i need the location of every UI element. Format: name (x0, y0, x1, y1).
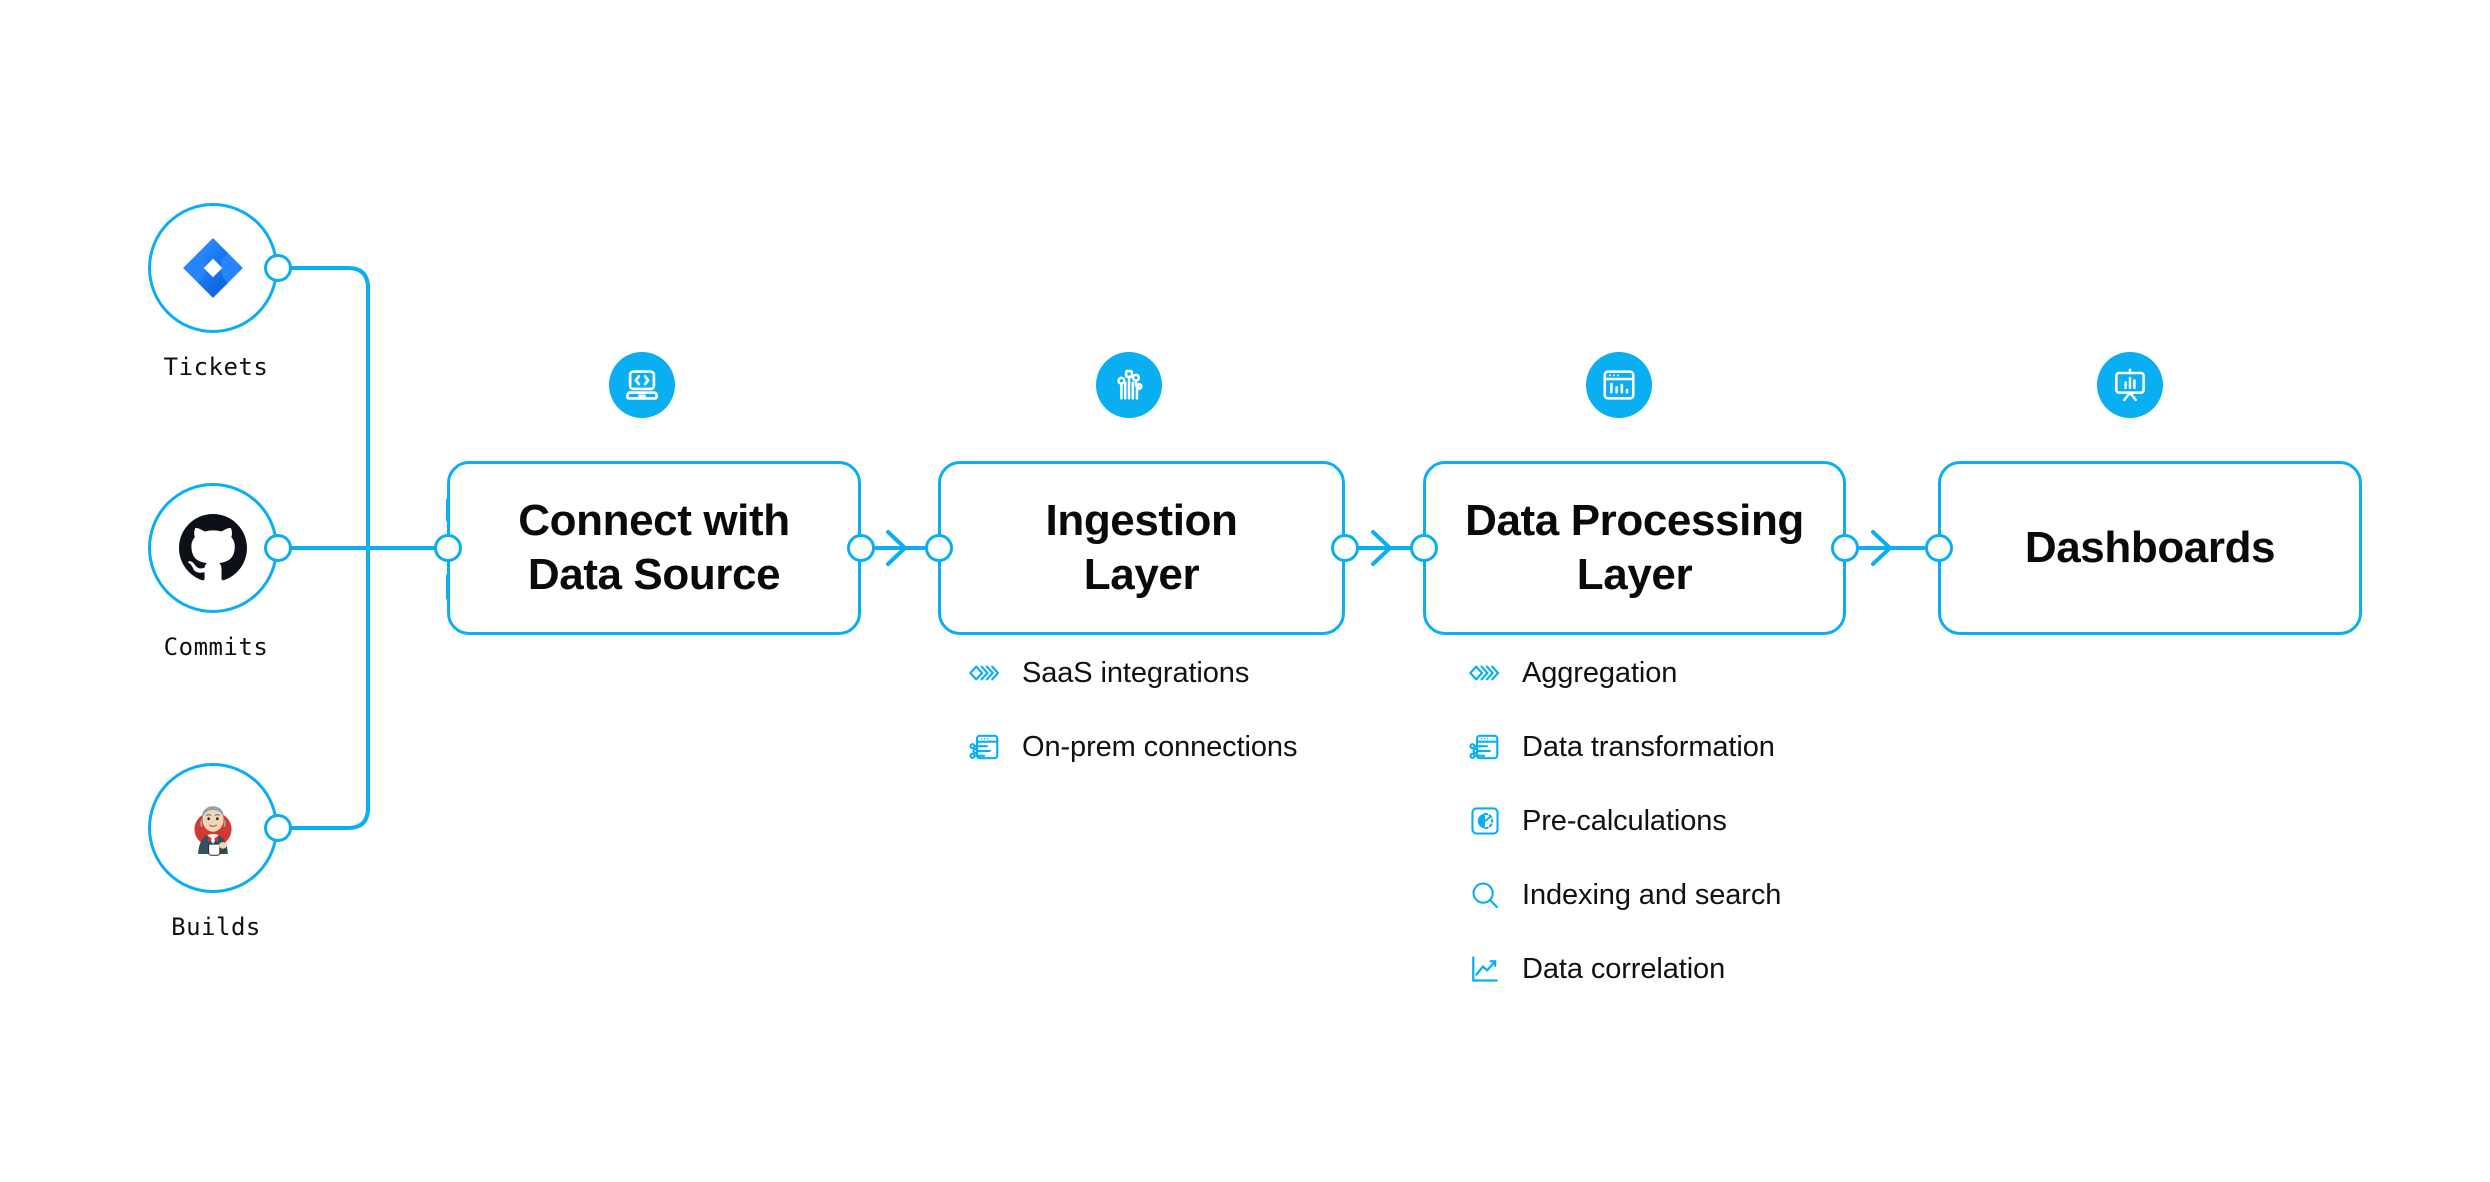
arrow-3 (1871, 530, 1892, 566)
window-bar-chart-icon (1603, 370, 1635, 400)
stage-title-ingestion-layer: Ingestion Layer (1030, 494, 1254, 601)
window-sliders-icon (1468, 730, 1502, 764)
stage-box-data-processing-layer[interactable]: Data Processing Layer (1423, 461, 1846, 635)
stage-title-line1: Data Processing (1465, 496, 1804, 546)
feature-list-ingestion: SaaS integrations On-prem conne (968, 650, 1297, 798)
feature-label: SaaS integrations (1022, 656, 1250, 689)
window-sliders-icon (968, 730, 1002, 764)
port-stage2-out (1331, 534, 1359, 562)
feature-item-indexing-and-search[interactable]: Indexing and search (1468, 872, 1781, 918)
layered-chevrons-icon (968, 656, 1002, 690)
stage-title-line1: Ingestion (1045, 496, 1238, 546)
feature-item-aggregation[interactable]: Aggregation (1468, 650, 1781, 696)
source-node-tickets[interactable]: Tickets (148, 203, 284, 381)
jenkins-icon (194, 806, 232, 856)
feature-label: Indexing and search (1522, 878, 1782, 911)
feature-item-saas-integrations[interactable]: SaaS integrations (968, 650, 1297, 696)
arrow-1 (886, 530, 907, 566)
port-stage4-in (1925, 534, 1953, 562)
github-icon (179, 514, 247, 581)
port-builds-out (264, 814, 292, 842)
badge-ingestion-layer (1096, 352, 1162, 418)
badge-data-processing-layer (1586, 352, 1652, 418)
stage-title-line2: Data Source (527, 550, 781, 599)
source-ring-tickets (148, 203, 278, 333)
search-icon (1468, 878, 1502, 912)
port-commits-out (264, 534, 292, 562)
arrow-2 (1371, 530, 1392, 566)
wire-builds (290, 546, 370, 830)
stage-title-data-processing-layer: Data Processing Layer (1449, 494, 1820, 601)
source-label-builds: Builds (171, 913, 261, 941)
port-stage3-out (1831, 534, 1859, 562)
port-stage2-in (925, 534, 953, 562)
feature-item-data-transformation[interactable]: Data transformation (1468, 724, 1781, 770)
source-label-tickets: Tickets (163, 353, 269, 381)
stage-title-line2: Layer (1576, 550, 1693, 599)
stage-title-dashboards: Dashboards (2009, 521, 2291, 575)
source-node-commits[interactable]: Commits (148, 483, 284, 661)
source-label-commits: Commits (163, 633, 269, 661)
feature-item-data-correlation[interactable]: Data correlation (1468, 946, 1781, 992)
port-stage1-in (434, 534, 462, 562)
gauge-square-icon (1468, 804, 1502, 838)
port-stage3-in (1410, 534, 1438, 562)
feature-label: On-prem connections (1022, 730, 1298, 763)
jira-icon (183, 238, 243, 298)
laptop-code-icon (626, 370, 658, 400)
stage-title-line2: Layer (1083, 550, 1200, 599)
source-ring-builds (148, 763, 278, 893)
feature-item-on-prem-connections[interactable]: On-prem connections (968, 724, 1297, 770)
source-ring-commits (148, 483, 278, 613)
feature-list-processing: Aggregation Data transformation (1468, 650, 1781, 1020)
stage-title-connect-with-data-source: Connect with Data Source (502, 494, 805, 601)
circuit-nodes-icon (1117, 369, 1143, 400)
feature-item-pre-calculations[interactable]: Pre-calculations (1468, 798, 1781, 844)
layered-chevrons-icon (1468, 656, 1502, 690)
stage-box-ingestion-layer[interactable]: Ingestion Layer (938, 461, 1345, 635)
line-chart-icon (1468, 952, 1502, 986)
badge-dashboards (2097, 352, 2163, 418)
source-node-builds[interactable]: Builds (148, 763, 284, 941)
port-stage1-out (847, 534, 875, 562)
feature-label: Data correlation (1522, 952, 1726, 985)
port-tickets-out (264, 254, 292, 282)
stage-box-dashboards[interactable]: Dashboards (1938, 461, 2362, 635)
stage-title-line1: Dashboards (2024, 523, 2276, 573)
stage-box-connect-with-data-source[interactable]: Connect with Data Source (447, 461, 861, 635)
presentation-chart-icon (2115, 368, 2145, 402)
feature-label: Pre-calculations (1522, 804, 1727, 837)
badge-connect-with-data-source (609, 352, 675, 418)
stage-title-line1: Connect with (518, 496, 790, 546)
wire-tickets (290, 266, 370, 550)
feature-label: Data transformation (1522, 730, 1775, 763)
feature-label: Aggregation (1522, 656, 1678, 689)
